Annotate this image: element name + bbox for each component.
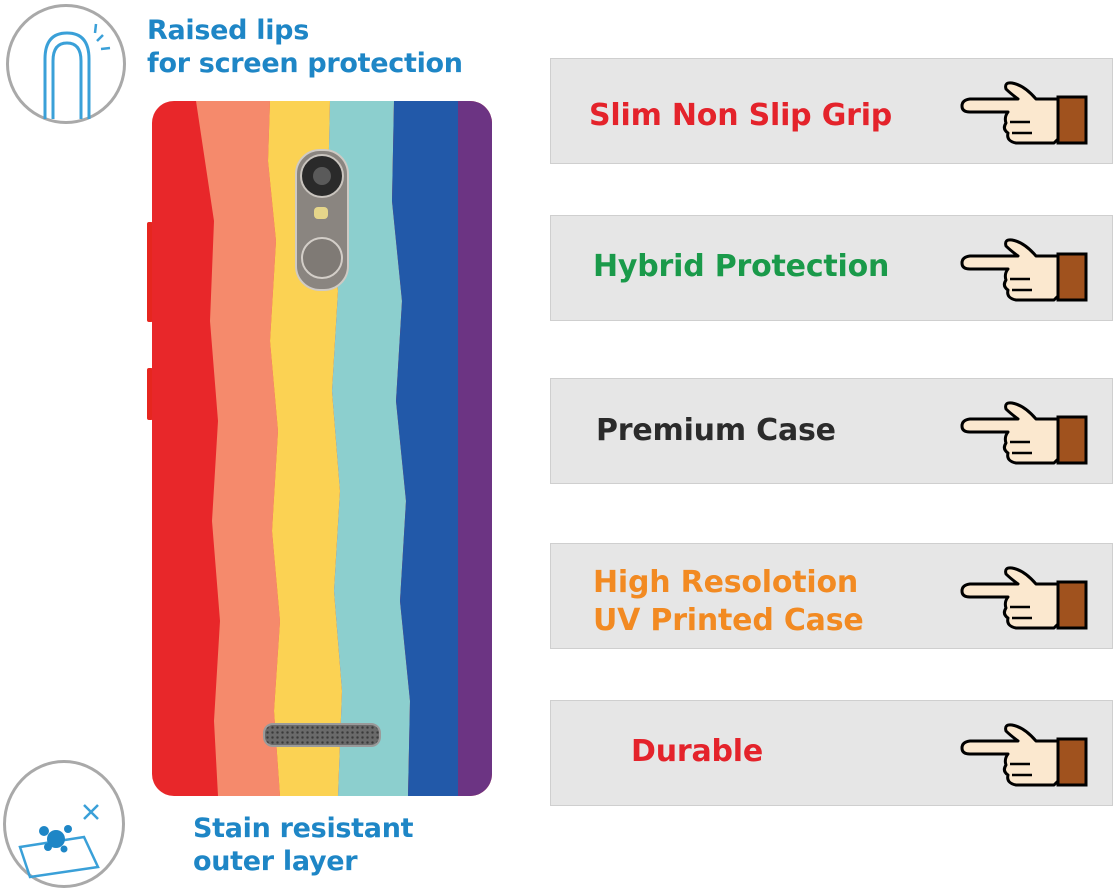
phone-volume-button <box>147 222 153 322</box>
feature-card-hybrid-protection: Hybrid Protection <box>550 215 1113 321</box>
flash-light <box>314 207 328 219</box>
pointing-hand-icon <box>960 723 1088 787</box>
raised-lips-text: Raised lips for screen protection <box>147 15 463 79</box>
fingerprint-sensor <box>301 237 343 279</box>
stain-resistant-icon <box>18 804 100 879</box>
stain-resistant-text: Stain resistant outer layer <box>193 813 414 877</box>
feature-card-premium-case: Premium Case <box>550 378 1113 484</box>
phone-power-button <box>147 368 153 420</box>
feature-label: Durable <box>631 734 764 769</box>
camera-module <box>295 149 349 291</box>
feature-label: Hybrid Protection <box>593 249 890 284</box>
feature-label: High Resolotion UV Printed Case <box>593 565 864 638</box>
pointing-hand-icon <box>960 238 1088 302</box>
phone-case <box>152 101 492 796</box>
camera-lens <box>300 154 344 198</box>
raised-lip-badge <box>6 4 126 124</box>
pointing-hand-icon <box>960 401 1088 465</box>
speaker-grille <box>263 723 381 747</box>
feature-card-uv-printed: High Resolotion UV Printed Case <box>550 543 1113 649</box>
raised-lip-icon <box>43 23 111 119</box>
feature-card-slim-grip: Slim Non Slip Grip <box>550 58 1113 164</box>
stain-resistant-badge <box>3 760 125 888</box>
feature-card-durable: Durable <box>550 700 1113 806</box>
feature-label: Premium Case <box>596 413 836 448</box>
pointing-hand-icon <box>960 566 1088 630</box>
feature-label: Slim Non Slip Grip <box>589 98 893 133</box>
pointing-hand-icon <box>960 81 1088 145</box>
rainbow-stripes <box>152 101 492 796</box>
